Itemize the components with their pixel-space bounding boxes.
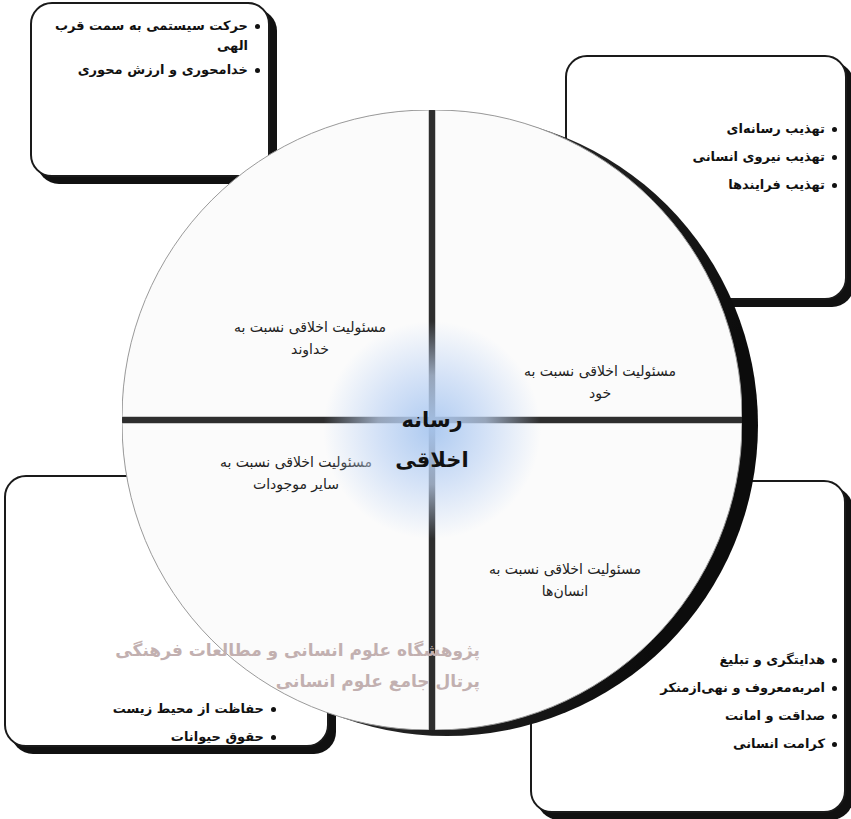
- bullet-dot: [832, 155, 837, 160]
- bullet-text: تهذیب رسانه‌ای: [727, 121, 825, 136]
- bullet-dot: [271, 735, 276, 740]
- center-title: رسانه اخلاقی: [384, 400, 480, 480]
- bullet-text: حفاظت از محیط زیست: [113, 701, 264, 716]
- bullet-item: صداقت و امانت: [622, 706, 837, 726]
- bullet-text: تهذیب فرایندها: [728, 177, 825, 192]
- callout-box: حرکت سیستمی به سمت قرب الهی خدامحوری و ار…: [30, 2, 270, 177]
- bullet-dot: [832, 742, 837, 747]
- watermark-text: پرتال جامع علوم انسانی: [290, 671, 480, 691]
- text-group: مسئولیت اخلاقی نسبت به خود: [515, 360, 685, 404]
- bullet-item: تهذیب رسانه‌ای: [662, 119, 837, 139]
- bullet-text: هدایتگری و تبلیغ: [719, 652, 825, 667]
- text-group: تهذیب رسانه‌ای تهذیب نیروی انسانی تهذیب فر…: [662, 119, 837, 203]
- bullet-text: تهذیب نیروی انسانی: [693, 149, 825, 164]
- bullet-item: تهذیب فرایندها: [662, 175, 837, 195]
- bullet-item: حفاظت از محیط زیست: [26, 699, 276, 719]
- quadrant-label: مسئولیت اخلاقی نسبت به خود: [515, 360, 685, 404]
- bullet-text: خدامحوری و ارزش محوری: [78, 62, 248, 77]
- watermark-text: پژوهشگاه علوم انسانی و مطالعات فرهنگی: [150, 640, 480, 660]
- bullet-item: امربه‌معروف و نهی‌ازمنکر: [622, 678, 837, 698]
- quadrant-label: مسئولیت اخلاقی نسبت به انسان‌ها: [480, 558, 650, 602]
- bullet-text: کرامت انسانی: [733, 736, 825, 751]
- bullet-text: امربه‌معروف و نهی‌ازمنکر: [660, 680, 825, 695]
- bullet-dot: [832, 686, 837, 691]
- bullet-dot: [832, 658, 837, 663]
- bullet-text: صداقت و امانت: [725, 708, 825, 723]
- text-group: رسانه اخلاقی: [384, 400, 480, 480]
- text-group: هدایتگری و تبلیغ امربه‌معروف و نهی‌ازمنکر…: [622, 650, 837, 762]
- bullet-item: حرکت سیستمی به سمت قرب الهی: [42, 16, 260, 56]
- center-disc: مسئولیت اخلاقی نسبت به خود مسئولیت اخلاقی…: [122, 110, 742, 730]
- bullet-text: حقوق حیوانات: [171, 729, 264, 744]
- bullet-item: تهذیب نیروی انسانی: [662, 147, 837, 167]
- bullet-dot: [832, 714, 837, 719]
- bullet-text: حرکت سیستمی به سمت قرب الهی: [55, 18, 248, 53]
- bullet-dot: [271, 707, 276, 712]
- bullet-item: حقوق حیوانات: [26, 727, 276, 747]
- bullet-dot: [832, 183, 837, 188]
- bullet-dot: [255, 24, 260, 29]
- text-group: مسئولیت اخلاقی نسبت به انسان‌ها: [480, 558, 650, 602]
- disc-shape: [122, 110, 742, 730]
- bullet-item: خدامحوری و ارزش محوری: [42, 60, 260, 80]
- bullet-dot: [255, 68, 260, 73]
- text-group: حفاظت از محیط زیست حقوق حیوانات: [26, 699, 276, 755]
- bullet-dot: [832, 127, 837, 132]
- text-group: حرکت سیستمی به سمت قرب الهی خدامحوری و ار…: [42, 16, 260, 84]
- bullet-item: کرامت انسانی: [622, 734, 837, 754]
